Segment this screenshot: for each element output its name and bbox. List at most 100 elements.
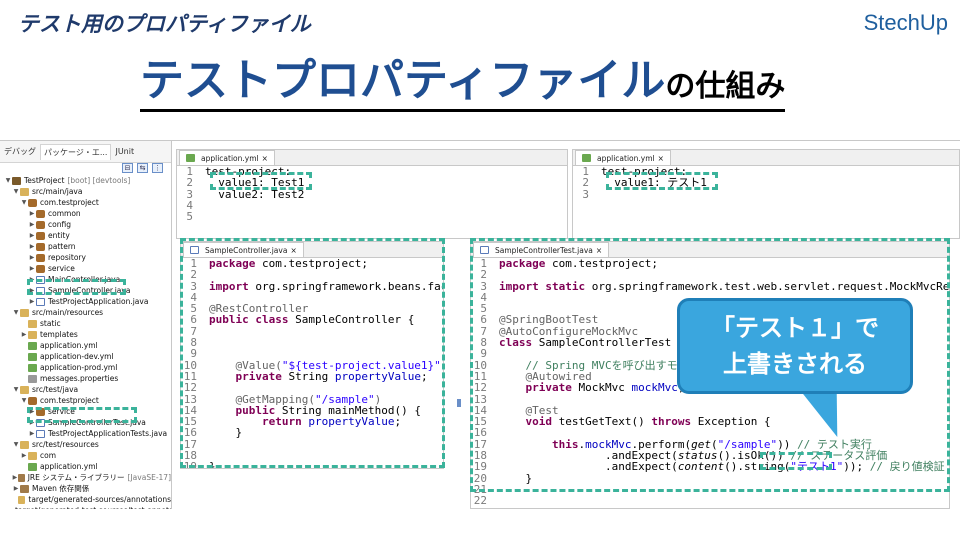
tree-item[interactable]: ▶common [0, 208, 171, 219]
tree-item[interactable]: ▶service [0, 406, 171, 417]
explorer-tab[interactable]: デバッグ [4, 146, 36, 157]
code-text: } [209, 461, 216, 468]
lib-icon [17, 473, 25, 482]
chevron-down-icon[interactable]: ▼ [21, 199, 27, 206]
chevron-right-icon[interactable]: ▶ [29, 265, 35, 272]
tree-item[interactable]: application-dev.yml [0, 351, 171, 362]
chevron-right-icon[interactable]: ▶ [29, 232, 35, 239]
chevron-down-icon[interactable]: ▼ [13, 188, 19, 195]
tree-item-label: src/main/java [32, 187, 83, 196]
chevron-down-icon[interactable]: ▼ [13, 309, 19, 316]
line-number: 5 [186, 210, 193, 224]
tree-item[interactable]: ▶pattern [0, 241, 171, 252]
chevron-right-icon[interactable]: ▶ [21, 331, 27, 338]
collapse-all-icon[interactable]: ⊟ [122, 163, 133, 173]
chevron-right-icon[interactable]: ▶ [21, 452, 27, 459]
tree-item[interactable]: ▶TestProjectApplication.java [0, 296, 171, 307]
code-line: 8 [181, 337, 443, 349]
tree-item[interactable]: ▶Maven 依存関係 [0, 483, 171, 494]
editor-tab-main-yml[interactable]: application.yml × [179, 150, 275, 165]
overview-ruler-marker[interactable] [457, 399, 461, 407]
callout-line-2: 上書きされる [723, 350, 867, 378]
link-editor-icon[interactable]: ⇆ [137, 163, 148, 173]
chevron-down-icon[interactable]: ▼ [13, 386, 19, 393]
line-number: 16 [183, 426, 197, 440]
tree-item[interactable]: ▶service [0, 263, 171, 274]
tree-item[interactable]: static [0, 318, 171, 329]
tree-item[interactable]: application.yml [0, 340, 171, 351]
tree-item[interactable]: ▼ src/test/resources [0, 439, 171, 450]
code-token: .andExpect( [499, 449, 678, 463]
code-text: } [499, 506, 506, 508]
props-icon [28, 374, 37, 383]
line-number: 4 [190, 290, 197, 304]
tree-item[interactable]: ▶entity [0, 230, 171, 241]
tree-item[interactable]: ▼src/test/java [0, 384, 171, 395]
tree-item[interactable]: application-prod.yml [0, 362, 171, 373]
tree-item[interactable]: ▶TestProjectApplicationTests.java [0, 428, 171, 439]
explorer-tab[interactable]: パッケージ・エ... [40, 143, 112, 160]
tree-item[interactable]: ▼ src/main/java [0, 186, 171, 197]
line-number: 22 [473, 494, 487, 508]
tree-item[interactable]: ▼ com.testproject [0, 395, 171, 406]
tree-item[interactable]: ▼com.testproject [0, 197, 171, 208]
slide-title-main: テストプロパティファイル [140, 55, 666, 106]
code-line: 4 [181, 290, 443, 304]
chevron-right-icon[interactable]: ▶ [29, 298, 35, 305]
tree-item-note: [boot] [devtools] [67, 176, 131, 185]
tree-item[interactable]: target/generated-sources/annotations [0, 494, 171, 505]
code-line: 16 [471, 427, 949, 439]
chevron-right-icon[interactable]: ▶ [29, 210, 35, 217]
view-menu-icon[interactable]: ⋮ [152, 163, 163, 173]
code-text: @Test [499, 405, 559, 416]
editor-tab-sample-controller[interactable]: SampleController.java × [183, 242, 304, 257]
chevron-down-icon[interactable]: ▼ [13, 441, 19, 448]
tree-item[interactable]: messages.properties [0, 373, 171, 384]
tree-item[interactable]: ▶repository [0, 252, 171, 263]
tree-item-label: src/test/resources [32, 440, 99, 449]
pkg-icon [28, 198, 37, 207]
line-number: 14 [183, 403, 197, 417]
tree-item[interactable]: ▶JRE システム・ライブラリー[JavaSE-17] [0, 472, 171, 483]
tree-item-label: com.testproject [40, 396, 99, 405]
editor-tab-sample-controller-test[interactable]: SampleControllerTest.java × [473, 242, 610, 257]
chevron-down-icon[interactable]: ▼ [21, 397, 27, 404]
explorer-tab[interactable]: JUnit [115, 147, 134, 156]
chevron-right-icon[interactable]: ▶ [29, 430, 35, 437]
line-number: 5 [480, 302, 487, 316]
chevron-right-icon[interactable]: ▶ [29, 254, 35, 261]
chevron-right-icon[interactable]: ▶ [29, 287, 35, 294]
chevron-right-icon[interactable]: ▶ [12, 474, 18, 481]
code-token: value1: Test1 [205, 176, 305, 190]
chevron-right-icon[interactable]: ▶ [13, 485, 19, 492]
close-icon[interactable]: × [290, 245, 297, 255]
chevron-right-icon[interactable]: ▶ [29, 408, 35, 415]
tree-item[interactable]: application.yml [0, 461, 171, 472]
close-icon[interactable]: × [595, 245, 603, 255]
tree-item[interactable]: ▼src/main/resources [0, 307, 171, 318]
line-number: 10 [183, 358, 197, 372]
editor-tab-test-yml[interactable]: application.yml × [575, 150, 671, 165]
tree-item[interactable]: ▼TestProject[boot] [devtools] [0, 175, 171, 186]
tree-item[interactable]: ▶templates [0, 329, 171, 340]
chevron-down-icon[interactable]: ▼ [5, 177, 11, 184]
chevron-right-icon[interactable]: ▶ [29, 243, 35, 250]
package-explorer: デバッグパッケージ・エ...JUnit ⊟ ⇆ ⋮ ▼TestProject[b… [0, 141, 172, 509]
line-number: 7 [190, 324, 197, 338]
code-token: @Value( [235, 358, 282, 372]
tree-item[interactable]: ▶com [0, 450, 171, 461]
code-token: )) [777, 437, 798, 451]
code-text: .andExpect(status().isOk()) // ステータス評価 [499, 450, 887, 461]
close-icon[interactable]: × [261, 153, 268, 163]
chevron-right-icon[interactable]: ▶ [29, 221, 35, 228]
close-icon[interactable]: × [657, 153, 664, 163]
tree-item[interactable]: target/generated-test-sources/test-annot… [0, 505, 171, 509]
tree-item[interactable]: ▶config [0, 219, 171, 230]
